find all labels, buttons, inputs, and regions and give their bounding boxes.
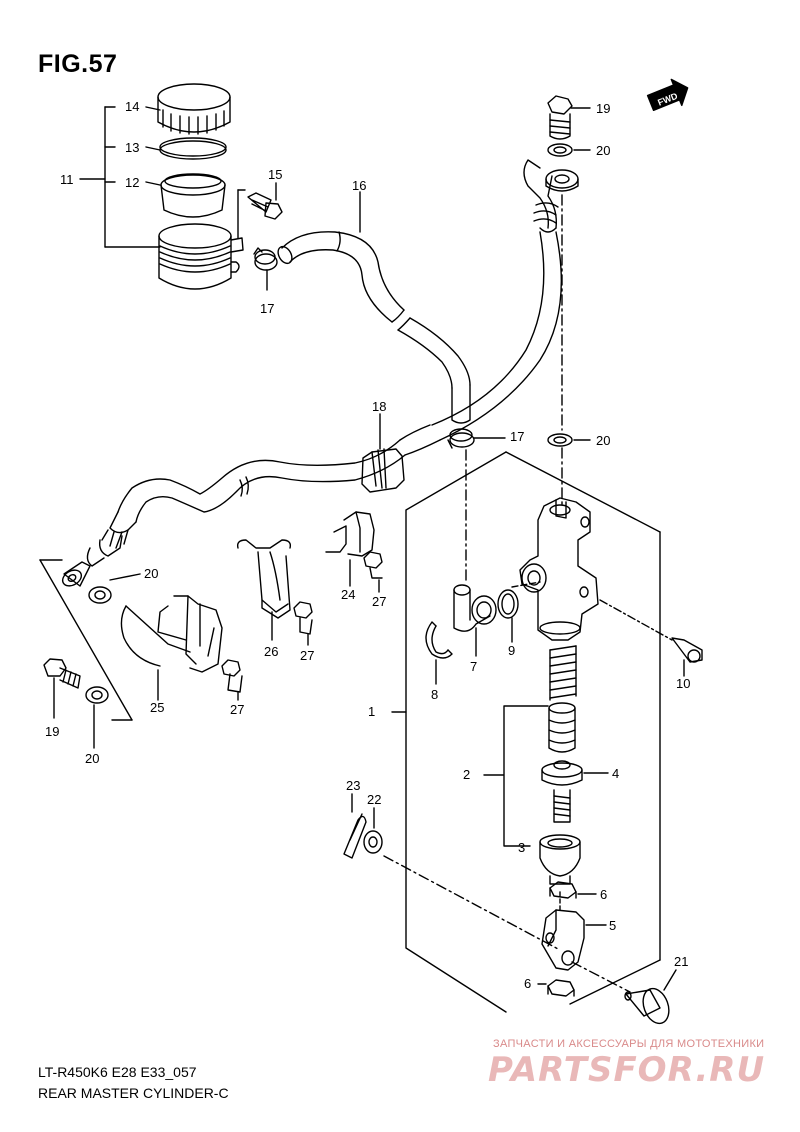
banjo-fitting	[545, 169, 579, 192]
axis-line-side	[511, 581, 541, 588]
watermark-logo: PARTSFOR.RU	[488, 1050, 766, 1090]
callout-5: 5	[609, 918, 616, 933]
axis-line-pin-21	[571, 961, 631, 993]
bolt-27-c	[363, 551, 383, 593]
callout-25: 25	[150, 700, 164, 715]
pin-21	[624, 969, 677, 1025]
reservoir-cap-14	[157, 83, 231, 135]
callout-27-b: 27	[300, 648, 314, 663]
callout-8: 8	[431, 687, 438, 702]
callout-7: 7	[470, 659, 477, 674]
bracket-26	[236, 539, 292, 641]
master-cylinder-body	[519, 497, 599, 641]
circlip-8	[425, 621, 453, 685]
bracket-25	[120, 595, 223, 701]
callout-1: 1	[368, 704, 375, 719]
piston-2	[483, 702, 576, 847]
callout-22: 22	[367, 792, 381, 807]
callout-6-upper: 6	[600, 887, 607, 902]
axis-line-bolt10	[599, 599, 673, 641]
callout-18: 18	[372, 399, 386, 414]
callout-15: 15	[268, 167, 282, 182]
callout-17-upper: 17	[260, 301, 274, 316]
spring	[549, 645, 577, 701]
bolt-10	[671, 637, 703, 677]
callout-21: 21	[674, 954, 688, 969]
callout-6-lower: 6	[524, 976, 531, 991]
assembly-box-1	[391, 451, 661, 1013]
bolt-27-b	[293, 601, 313, 646]
callout-24: 24	[341, 587, 355, 602]
cotter-pin-23	[343, 793, 367, 859]
bracket-11	[79, 106, 161, 248]
callout-13: 13	[125, 140, 139, 155]
fwd-arrow-icon	[646, 78, 689, 112]
hose-16	[277, 191, 471, 424]
axis-line-pin	[383, 855, 561, 951]
callout-16: 16	[352, 178, 366, 193]
plate-12	[160, 173, 226, 218]
clamp-17-lower	[447, 428, 506, 449]
callout-9: 9	[508, 643, 515, 658]
callout-10: 10	[676, 676, 690, 691]
nut-6-upper	[549, 881, 597, 899]
callout-4: 4	[612, 766, 619, 781]
callout-23: 23	[346, 778, 360, 793]
callout-19-left: 19	[45, 724, 59, 739]
callout-3: 3	[518, 840, 525, 855]
pipe-with-connector-18	[61, 413, 406, 587]
callout-20-mid: 20	[596, 433, 610, 448]
callout-27-a: 27	[230, 702, 244, 717]
nut-6-lower	[537, 979, 575, 997]
clevis-5	[541, 909, 607, 971]
fitting-7	[453, 584, 497, 657]
callout-26: 26	[264, 644, 278, 659]
washer-20-left	[88, 573, 141, 604]
clip-24	[325, 511, 375, 587]
push-rod-4	[541, 760, 609, 823]
diaphragm-13	[159, 137, 227, 160]
callout-14: 14	[125, 99, 139, 114]
clamp-17-upper	[253, 247, 278, 291]
bolt-27-a	[221, 659, 243, 701]
boot-3	[539, 834, 581, 885]
callout-11: 11	[60, 172, 74, 187]
callout-20-left-low: 20	[85, 751, 99, 766]
perspective-lines-left	[39, 559, 133, 721]
callout-19-top: 19	[596, 101, 610, 116]
figure-title: FIG.57	[38, 50, 118, 78]
callout-17-lower: 17	[510, 429, 524, 444]
callout-27-c: 27	[372, 594, 386, 609]
model-code: LT-R450K6 E28 E33_057	[38, 1064, 197, 1080]
callout-20-top: 20	[596, 143, 610, 158]
washer-22	[363, 807, 383, 854]
o-ring-9	[497, 589, 519, 643]
washer-20-mid	[547, 433, 591, 447]
diagram-caption: REAR MASTER CYLINDER-C	[38, 1085, 229, 1101]
callout-12: 12	[125, 175, 139, 190]
callout-2: 2	[463, 767, 470, 782]
bolt-15	[247, 182, 283, 220]
washer-20-left-low	[85, 686, 109, 749]
brake-hose	[399, 159, 563, 456]
reservoir-body	[158, 189, 246, 290]
washer-20-top	[547, 143, 591, 157]
bolt-19-top	[547, 95, 591, 140]
bolt-19-left	[43, 658, 81, 719]
callout-20-left: 20	[144, 566, 158, 581]
watermark-tagline: ЗАПЧАСТИ И АКСЕССУАРЫ ДЛЯ МОТОТЕХНИКИ	[493, 1038, 765, 1050]
